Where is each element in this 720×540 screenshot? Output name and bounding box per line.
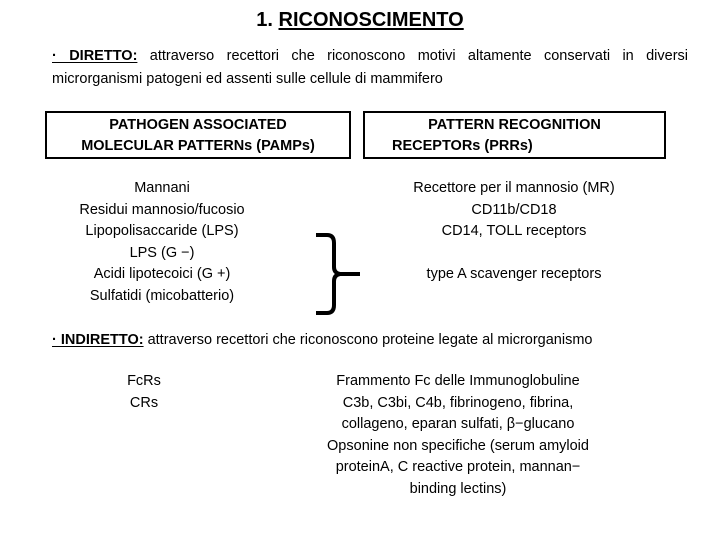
- header-box-prrs-line2: RECEPTORs (PRRs): [392, 138, 533, 154]
- receptors-list: FcRs CRs: [96, 371, 192, 414]
- header-box-prrs-line1: PATTERN RECOGNITION: [428, 117, 601, 133]
- paragraph-indiretto: · INDIRETTO: attraverso recettori che ri…: [52, 329, 700, 352]
- paragraph-diretto: · DIRETTO: attraverso recettori che rico…: [52, 45, 688, 91]
- list-item: CD14, TOLL receptors: [441, 223, 587, 239]
- list-item: Opsonine non specifiche (serum amyloid: [327, 437, 589, 454]
- header-box-pamps-line2: MOLECULAR PATTERNs (PAMPs): [81, 138, 315, 154]
- list-item: binding lectins): [409, 480, 507, 497]
- list-item: CD11b/CD18: [471, 201, 557, 218]
- list-item: Mannani: [134, 180, 190, 196]
- curly-brace-icon: [314, 232, 360, 316]
- list-item: Frammento Fc delle Immunoglobuline: [336, 373, 580, 389]
- list-item: Residui mannosio/fucosio: [79, 201, 245, 218]
- list-item: CRs: [129, 394, 159, 411]
- diretto-body-text: attraverso recettori che riconoscono mot…: [52, 48, 688, 87]
- list-item: C3b, C3bi, C4b, fibrinogeno, fibrina,: [342, 394, 574, 411]
- prrs-list: Recettore per il mannosio (MR) CD11b/CD1…: [370, 178, 658, 285]
- list-item: type A scavenger receptors: [426, 265, 602, 282]
- header-box-pamps-line1: PATHOGEN ASSOCIATED: [109, 117, 287, 133]
- ligands-list: Frammento Fc delle Immunoglobuline C3b, …: [258, 371, 658, 500]
- header-box-prrs: PATTERN RECOGNITION RECEPTORs (PRRs): [363, 111, 666, 159]
- page-title-text: RICONOSCIMENTO: [278, 9, 464, 31]
- list-item: proteinA, C reactive protein, mannan−: [335, 459, 581, 475]
- page-title: 1. RICONOSCIMENTO: [0, 9, 720, 32]
- indiretto-body-text: attraverso recettori che riconoscono pro…: [143, 332, 593, 348]
- list-item: LPS (G −): [129, 244, 195, 261]
- list-item: Lipopolisaccaride (LPS): [85, 223, 239, 239]
- diretto-lead-label: · DIRETTO:: [52, 48, 138, 64]
- list-item: collageno, eparan sulfati, β−glucano: [341, 416, 575, 432]
- list-item: FcRs: [127, 373, 161, 389]
- list-spacer: [370, 243, 658, 264]
- header-box-pamps: PATHOGEN ASSOCIATED MOLECULAR PATTERNs (…: [45, 111, 351, 159]
- indiretto-lead-label: · INDIRETTO:: [52, 332, 144, 348]
- list-item: Acidi lipotecoici (G +): [93, 266, 231, 282]
- pamps-list: Mannani Residui mannosio/fucosio Lipopol…: [18, 178, 306, 307]
- page-title-number: 1.: [256, 9, 273, 31]
- list-item: Sulfatidi (micobatterio): [89, 287, 235, 304]
- list-item: Recettore per il mannosio (MR): [413, 180, 615, 196]
